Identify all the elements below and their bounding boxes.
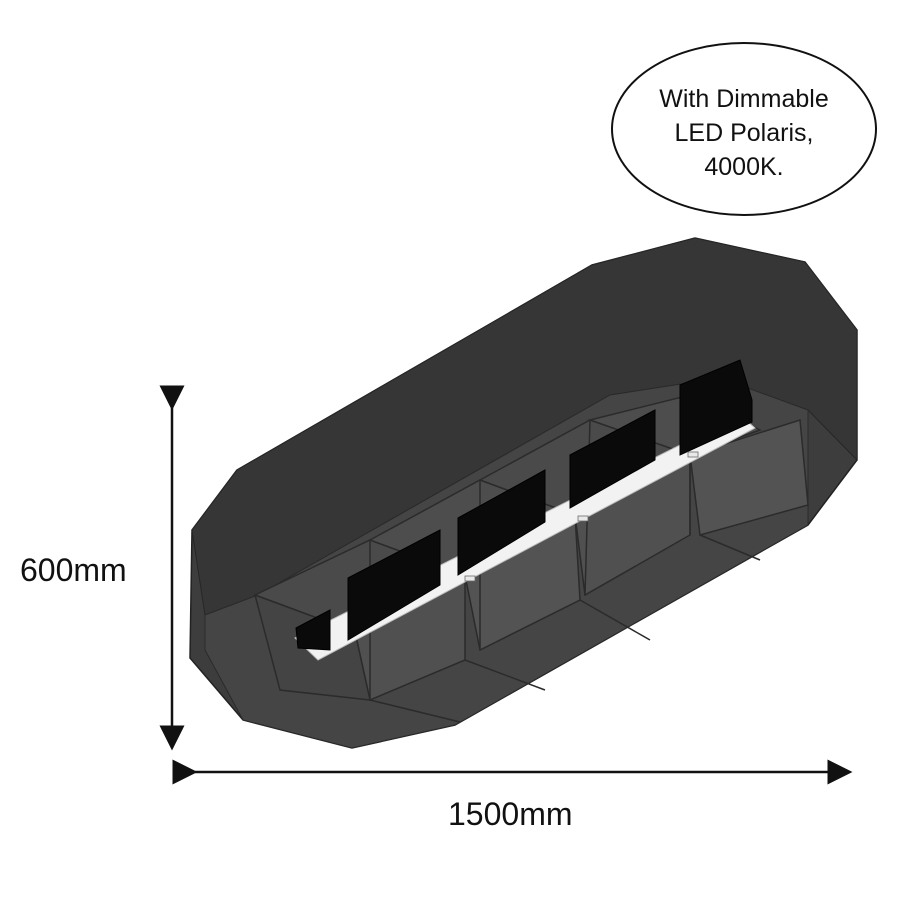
callout-text: With Dimmable LED Polaris, 4000K. [612,82,876,184]
width-label: 1500mm [448,796,573,832]
callout-line-3: 4000K. [704,153,784,181]
height-label: 600mm [20,552,127,588]
led-cavities [295,359,753,651]
callout-line-1: With Dimmable [659,85,829,113]
callout-line-2: LED Polaris, [674,119,814,147]
luminaire-fixture [189,237,858,749]
led-contacts [464,451,699,582]
callout-bubble [611,42,877,216]
